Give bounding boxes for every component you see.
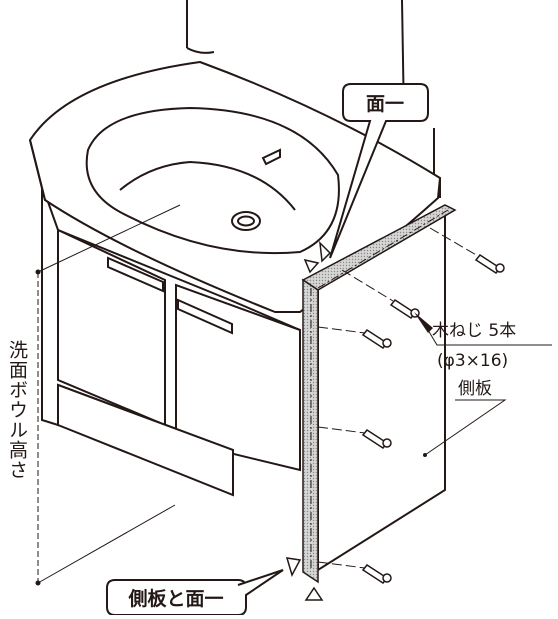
screw-label: 木ねじ 5本 (φ3×16) bbox=[414, 312, 552, 371]
label-screws: 木ねじ 5本 bbox=[432, 321, 516, 341]
screw-1 bbox=[474, 254, 505, 274]
door-handle-left bbox=[107, 256, 164, 293]
flush-marker-top bbox=[303, 240, 332, 274]
screw-guides bbox=[317, 227, 479, 569]
flush-marker-bottom bbox=[285, 557, 324, 601]
bowl-height-dimension bbox=[35, 204, 181, 586]
callout-flush-bottom: 側板と面一 bbox=[106, 569, 284, 616]
callout-flush-top: 面一 bbox=[329, 83, 429, 259]
plinth bbox=[57, 383, 234, 497]
label-bowl-height: 洗面ボウル高さ bbox=[6, 340, 28, 480]
screw-5 bbox=[361, 564, 392, 584]
tape-centerline bbox=[310, 209, 449, 570]
label-screw-spec: (φ3×16) bbox=[437, 351, 508, 371]
label-flush-top: 面一 bbox=[366, 93, 404, 115]
washbasin-bowl bbox=[85, 106, 340, 255]
vanity-cabinet bbox=[41, 184, 301, 497]
foam-tape-front bbox=[302, 278, 319, 584]
label-side-panel: 側板 bbox=[458, 379, 492, 399]
label-flush-bottom: 側板と面一 bbox=[127, 587, 223, 610]
right-door bbox=[175, 283, 301, 472]
screw-pointer-arrow bbox=[414, 312, 433, 333]
side-panel-label: 側板 bbox=[423, 379, 507, 457]
door-handle-right bbox=[177, 298, 233, 335]
screw-4 bbox=[361, 429, 392, 449]
